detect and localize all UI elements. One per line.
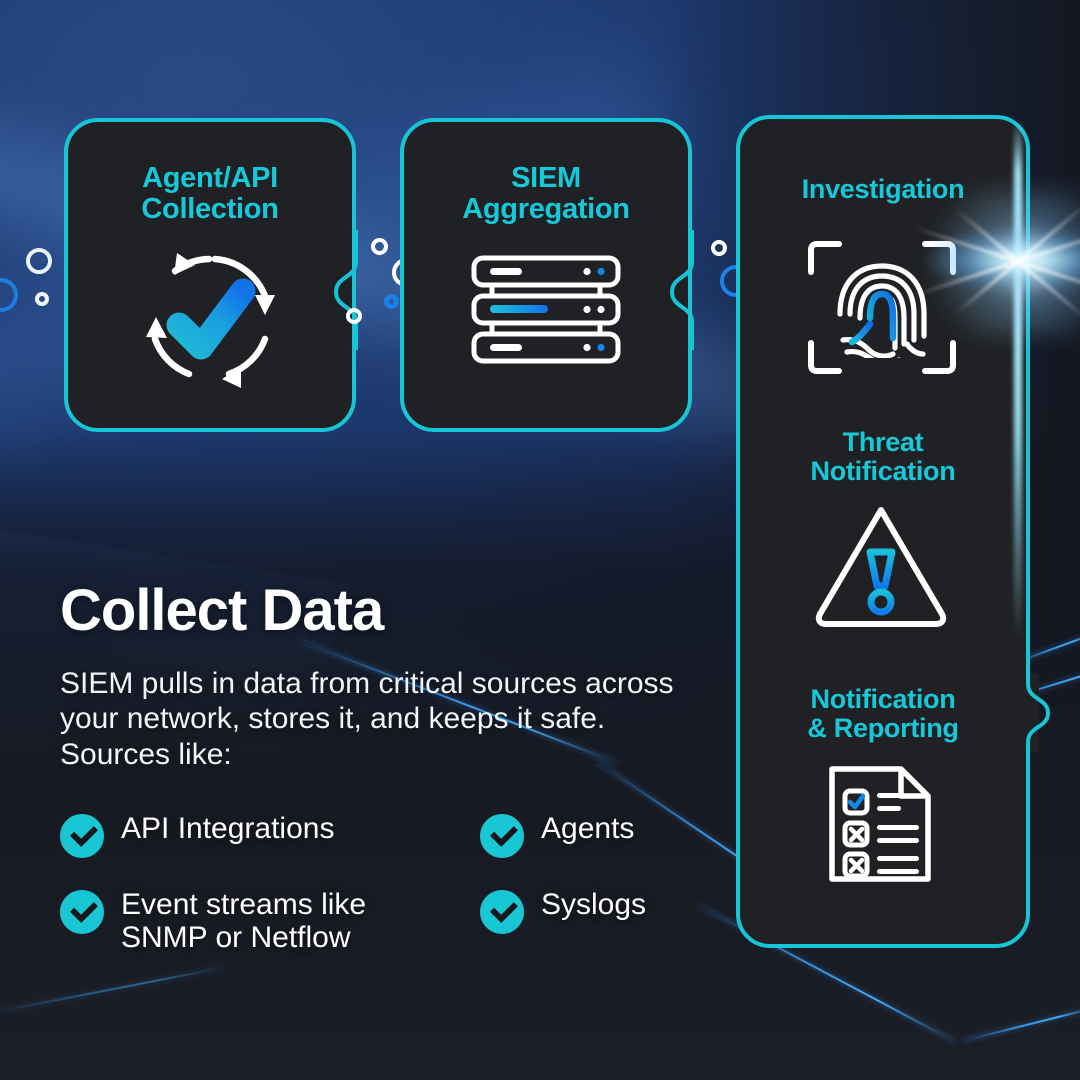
list-item: API Integrations [60, 812, 480, 858]
sources-list: API Integrations Agents Event streams li… [60, 812, 720, 954]
decorative-ring [711, 240, 727, 256]
list-item-label: API Integrations [121, 812, 335, 845]
check-circle-icon [60, 890, 104, 934]
stage-title-line1: Agent/API [142, 162, 278, 194]
list-item-label: Agents [541, 812, 635, 845]
decorative-ring [384, 294, 399, 309]
list-item-label: Event streams like SNMP or Netflow [121, 888, 367, 954]
check-circle-icon [480, 814, 524, 858]
checklist-document-icon [827, 765, 933, 883]
page-title: Collect Data [60, 578, 384, 643]
check-circle-icon [60, 814, 104, 858]
section-title-line2: Notification [810, 456, 956, 487]
warning-triangle-icon [812, 500, 950, 630]
section-title-notification-reporting: Notification & Reporting [736, 684, 1030, 744]
section-title-line2: & Reporting [807, 713, 959, 744]
stage-title-line2: Collection [141, 193, 279, 226]
stage-title-siem-aggregation: SIEM Aggregation [400, 162, 692, 226]
stage-title-line2: Aggregation [462, 193, 630, 226]
list-item: Event streams like SNMP or Netflow [60, 888, 480, 954]
list-item: Agents [480, 812, 720, 858]
section-title-line1: Threat [842, 427, 924, 457]
cycle-check-icon [133, 243, 287, 393]
section-title-investigation: Investigation [736, 174, 1030, 204]
section-title-line1: Notification [810, 684, 956, 714]
decorative-ring [371, 238, 388, 255]
check-circle-icon [480, 890, 524, 934]
decorative-ring [0, 278, 18, 312]
section-title-line1: Investigation [801, 174, 965, 204]
stage-panel-siem-aggregation[interactable] [400, 118, 692, 432]
list-item: Syslogs [480, 888, 720, 954]
section-title-threat-notification: Threat Notification [736, 427, 1030, 487]
decorative-ring [35, 292, 49, 306]
copy-block: Collect Data SIEM pulls in data from cri… [60, 582, 700, 772]
decorative-ring [26, 248, 52, 274]
stage-panel-agent-api[interactable] [64, 118, 356, 432]
body-paragraph: SIEM pulls in data from critical sources… [60, 667, 674, 771]
decorative-ring [346, 308, 362, 324]
stage-title-line1: SIEM [511, 162, 581, 194]
list-item-label: Syslogs [541, 888, 647, 921]
fingerprint-scan-icon [807, 240, 957, 375]
stage-title-agent-api: Agent/API Collection [64, 162, 356, 226]
server-rack-icon [470, 255, 622, 365]
